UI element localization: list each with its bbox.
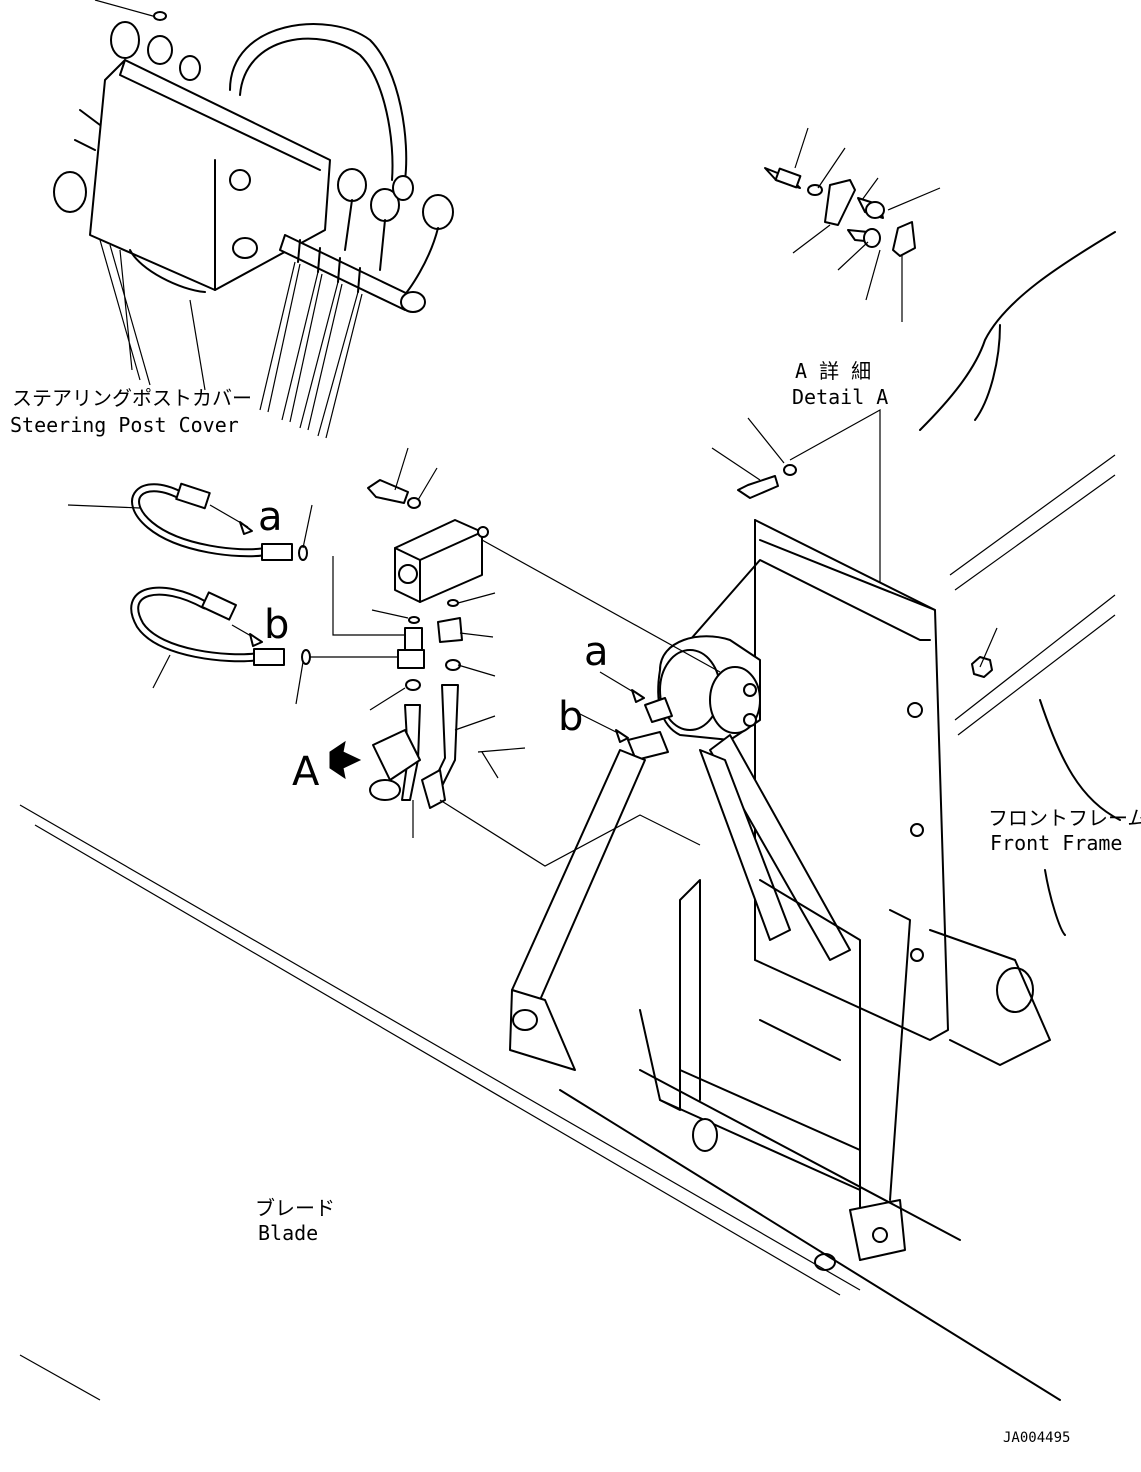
drawing-id: JA004495	[1003, 1430, 1070, 1446]
detail-a-parts	[764, 127, 941, 322]
detail-a-en-label: Detail A	[792, 385, 888, 409]
front-frame	[689, 231, 1121, 1066]
hose-b	[130, 586, 311, 705]
front-frame-en-label: Front Frame	[990, 831, 1122, 855]
valve-block-assembly	[310, 447, 721, 867]
port-a-tag: a	[584, 629, 609, 675]
hose-a-tag: a	[258, 494, 283, 540]
front-frame-jp-label: フロントフレーム	[988, 806, 1141, 830]
port-b-tag: b	[558, 694, 583, 740]
blade-outline	[19, 804, 1061, 1401]
steering-post-cover-jp-label: ステアリングポストカバー	[12, 386, 252, 410]
view-a-label: A	[292, 749, 320, 795]
frame-bolt	[711, 417, 797, 499]
detail-a-jp-label: A 詳 細	[795, 359, 871, 383]
steering-post-assembly	[53, 0, 454, 439]
steering-post-cover-en-label: Steering Post Cover	[10, 413, 239, 437]
hose-a	[67, 482, 313, 561]
blade-jp-label: ブレード	[255, 1196, 335, 1220]
view-a-arrow	[329, 740, 362, 780]
hose-b-tag: b	[264, 602, 289, 648]
blade-en-label: Blade	[258, 1221, 318, 1245]
blade-lift-structure	[509, 635, 911, 1271]
